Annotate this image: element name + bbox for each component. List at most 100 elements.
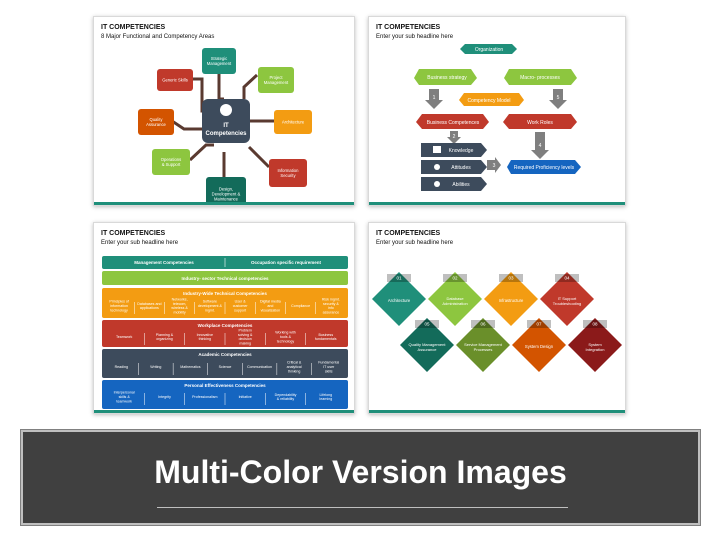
flow-diagram: Organization Business strategy Macro- pr… xyxy=(414,44,581,191)
diamond-number-bar xyxy=(443,274,467,282)
hub-node-label: Architecture xyxy=(282,120,305,125)
diamond-label: System Design xyxy=(525,344,554,349)
hub-node-label: Assurance xyxy=(146,122,166,127)
step-4: 4 xyxy=(539,143,542,149)
diamond-label: Administration xyxy=(442,301,467,306)
step-2: 2 xyxy=(453,134,456,140)
personal-title: Personal Effectiveness Competencies xyxy=(184,383,266,388)
diamond-number: 01 xyxy=(396,276,402,281)
competency-model-box xyxy=(459,93,524,106)
step-arrow-5 xyxy=(549,89,567,109)
slide-subtitle: Enter your sub headline here xyxy=(101,240,179,246)
diamond-label: Processes xyxy=(474,347,493,352)
step-5: 5 xyxy=(557,95,560,101)
slide-title: IT COMPETENCIES xyxy=(101,230,166,237)
hub-node-label: Management xyxy=(264,80,289,85)
slide-thumbnail-4[interactable]: IT COMPETENCIES Enter your sub headline … xyxy=(368,222,626,414)
center-hub xyxy=(202,99,250,143)
industry-sector-row xyxy=(102,271,348,285)
diamond-shape xyxy=(372,272,426,326)
diamond-label: Quality Management xyxy=(409,342,447,347)
step-arrow-1 xyxy=(425,89,443,109)
hub-node-box xyxy=(157,69,193,91)
competency-item: Mathematics xyxy=(180,365,201,369)
competency-item: Writing xyxy=(150,365,161,369)
diamond-number: 07 xyxy=(536,322,542,327)
diamond-number-bar xyxy=(415,320,439,328)
academic-row xyxy=(102,349,348,378)
hub-node-box xyxy=(152,149,190,175)
diamond-number: 04 xyxy=(564,276,570,281)
hub-node: Architecture xyxy=(274,110,312,134)
macro-processes-label: Macro- processes xyxy=(520,75,560,81)
slide-title: IT COMPETENCIES xyxy=(376,24,441,31)
hub-node-label: Generic Skills xyxy=(162,78,188,83)
diamond-label: Assurance xyxy=(418,347,438,352)
competency-item: Professionalism xyxy=(192,395,217,399)
diamond-number-bar xyxy=(527,320,551,328)
slide-thumbnail-3[interactable]: IT COMPETENCIES Enter your sub headline … xyxy=(93,222,355,414)
academic-title: Academic Competencies xyxy=(198,352,252,357)
diamond-label: IT Support xyxy=(558,296,577,301)
competency-item: Networks,telecom,wireless &mobility xyxy=(171,297,188,314)
diamond-shape xyxy=(568,318,622,372)
workplace-title: Workplace Competencies xyxy=(198,323,253,328)
hub-node-box xyxy=(269,159,307,187)
diamond-shape xyxy=(484,272,538,326)
work-roles-label: Work Roles xyxy=(527,120,553,126)
diamond-label: Architecture xyxy=(388,298,411,303)
competency-item: Planning &organizing xyxy=(156,333,174,341)
diamond-label: Database xyxy=(446,296,464,301)
abilities-label: Abilities xyxy=(452,182,470,188)
competency-model-label: Competency Model xyxy=(467,98,510,104)
competency-item: Science xyxy=(219,365,232,369)
hub-node-label: Information xyxy=(278,168,300,173)
knowledge-label: Knowledge xyxy=(449,148,474,154)
business-competences-box xyxy=(416,114,489,129)
diamond-number: 06 xyxy=(480,322,486,327)
hub-node-label: Design, xyxy=(219,187,233,192)
organization-label: Organization xyxy=(475,47,504,53)
hub-node-label: Quality xyxy=(149,117,163,122)
diamond-label: Troubleshooting xyxy=(553,301,582,306)
hub-node-box xyxy=(258,67,294,93)
slide-thumbnail-1[interactable]: IT COMPETENCIES 8 Major Functional and C… xyxy=(93,16,355,206)
macro-processes-box xyxy=(504,69,577,85)
competency-item: Reading xyxy=(115,365,128,369)
industry-sector-label: Industry- sector Technical competencies xyxy=(182,276,269,281)
abilities-box xyxy=(421,177,487,191)
slide-subtitle: Enter your sub headline here xyxy=(376,34,454,40)
diamond-shape xyxy=(512,318,566,372)
step-arrow-2 xyxy=(447,131,461,144)
diamond-number-bar xyxy=(555,274,579,282)
organization-box xyxy=(460,44,517,54)
slide-thumbnail-2[interactable]: IT COMPETENCIES Enter your sub headline … xyxy=(368,16,626,206)
occupation-label: Occupation specific requirement xyxy=(251,260,322,265)
diamond-number: 05 xyxy=(424,322,430,327)
diamond-number-bar xyxy=(583,320,607,328)
hub-node-box xyxy=(138,109,174,135)
competency-item: Integrity xyxy=(158,395,171,399)
management-label: Management Competencies xyxy=(134,260,194,265)
step-3: 3 xyxy=(493,163,496,169)
slide-subtitle: 8 Major Functional and Competency Areas xyxy=(101,34,215,40)
business-competences-label: Business Competences xyxy=(427,120,480,126)
work-roles-box xyxy=(503,114,577,129)
business-strategy-box xyxy=(414,69,477,85)
diamond-number-bar xyxy=(499,274,523,282)
competency-item: Teamwork xyxy=(116,335,133,339)
